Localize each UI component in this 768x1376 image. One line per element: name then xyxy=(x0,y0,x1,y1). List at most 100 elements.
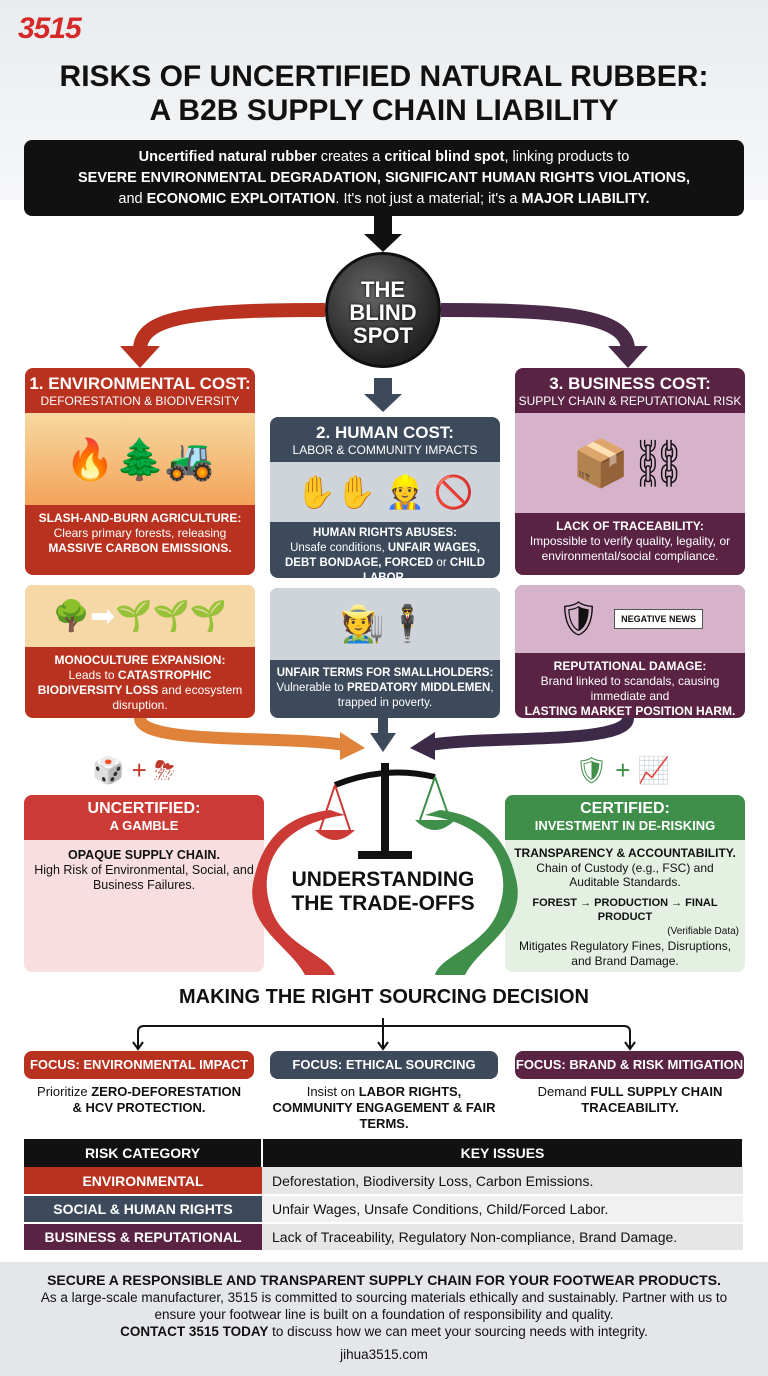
labor-abuse-icons: ✋✋ 👷 🚫 xyxy=(270,462,500,522)
title-line: UNDERSTANDING xyxy=(291,868,475,891)
page-title: RISKS OF UNCERTIFIED NATURAL RUBBER:A B2… xyxy=(0,60,768,128)
focus-description: Prioritize ZERO-DEFORESTATION & HCV PROT… xyxy=(34,1084,244,1116)
card-text: , trapped in poverty. xyxy=(337,682,494,709)
intro-text: . It's not just a material; it's a xyxy=(335,191,522,207)
converge-arrow-right xyxy=(429,716,634,751)
focus-description: Insist on LABOR RIGHTS, COMMUNITY ENGAGE… xyxy=(272,1084,496,1132)
arrow-head-icon xyxy=(340,732,365,760)
box-title: UNCERTIFIED: xyxy=(87,800,201,817)
card-text: MASSIVE CARBON EMISSIONS. xyxy=(48,541,232,555)
intro-text: , linking products to xyxy=(504,149,630,165)
green-swoosh xyxy=(425,810,518,975)
card-text: Brand linked to scandals, causing immedi… xyxy=(540,674,720,703)
card-title: 2. HUMAN COST: xyxy=(316,423,454,442)
business-cost-card: 3. BUSINESS COST: SUPPLY CHAIN & REPUTAT… xyxy=(515,368,745,575)
card-text: PREDATORY MIDDLEMEN xyxy=(347,682,491,694)
shield-growth-chart-icon: 🛡 + 📈 xyxy=(575,755,671,785)
title-line: RISKS OF UNCERTIFIED NATURAL RUBBER: xyxy=(59,60,709,93)
card-text: and ecosystem disruption. xyxy=(112,683,243,712)
uncertified-box: UNCERTIFIED:A GAMBLE OPAQUE SUPPLY CHAIN… xyxy=(24,795,264,972)
card-text: Impossible to verify quality, legality, … xyxy=(529,534,731,563)
intro-text: SEVERE ENVIRONMENTAL DEGRADATION, SIGNIF… xyxy=(78,170,690,186)
focus-text: FULL SUPPLY CHAIN TRACEABILITY. xyxy=(581,1084,723,1115)
focus-text: LABOR RIGHTS, COMMUNITY ENGAGEMENT & FAI… xyxy=(272,1084,496,1131)
blind-spot-globe: THE BLIND SPOT xyxy=(325,252,441,368)
arrow-right-curve xyxy=(440,303,635,351)
key-issues-cell: Unfair Wages, Unsafe Conditions, Child/F… xyxy=(262,1195,743,1224)
arrow-head-icon xyxy=(370,733,396,752)
red-swoosh xyxy=(252,810,345,975)
cracked-shield-icon: 🛡 xyxy=(556,600,601,638)
footer-body: As a large-scale manufacturer, 3515 is c… xyxy=(40,1290,728,1322)
intro-text: and xyxy=(118,191,147,207)
mystery-box-broken-chain-icon: 📦⛓ xyxy=(515,413,745,513)
monoculture-card: 🌳➡🌱🌱🌱 MONOCULTURE EXPANSION:Leads to CAT… xyxy=(25,585,255,718)
card-text-head: SLASH-AND-BURN AGRICULTURE: xyxy=(38,511,242,525)
card-text: CHILD LABOR. xyxy=(362,557,485,578)
focus-text: Prioritize xyxy=(37,1084,92,1099)
intro-text: critical blind spot xyxy=(384,149,505,165)
card-text-head: HUMAN RIGHTS ABUSES: xyxy=(313,527,457,539)
box-body: Mitigates Regulatory Fines, Disruptions,… xyxy=(518,939,732,968)
card-subtitle: LABOR & COMMUNITY IMPACTS xyxy=(292,443,478,457)
flow-note: (Verifiable Data) xyxy=(667,925,739,937)
box-head: TRANSPARENCY & ACCOUNTABILITY. xyxy=(514,846,736,860)
shield-newspaper-icon: 🛡NEGATIVE NEWS xyxy=(515,585,745,653)
card-text: Vulnerable to xyxy=(276,682,347,694)
arrow-head-icon xyxy=(608,346,648,368)
column-header: KEY ISSUES xyxy=(262,1139,744,1167)
dice-storm-icon: 🎲 + ⛈ xyxy=(92,755,175,785)
card-subtitle: DEFORESTATION & BIODIVERSITY xyxy=(40,394,240,408)
risk-category-cell: ENVIRONMENTAL xyxy=(24,1167,262,1196)
focus-brand-pill: FOCUS: BRAND & RISK MITIGATION xyxy=(515,1051,744,1079)
arrow-down-icon xyxy=(364,378,402,412)
box-subtitle: INVESTMENT IN DE-RISKING xyxy=(534,818,716,833)
card-title: 3. BUSINESS COST: xyxy=(549,374,711,393)
logo: 3515 xyxy=(18,12,82,45)
arrow-head-icon xyxy=(410,732,435,760)
converge-arrow-left xyxy=(134,716,346,751)
footer-headline: SECURE A RESPONSIBLE AND TRANSPARENT SUP… xyxy=(47,1272,721,1288)
card-title: 1. ENVIRONMENTAL COST: xyxy=(29,374,251,393)
chain-flow: FOREST → PRODUCTION → FINAL PRODUCT xyxy=(532,896,718,924)
focus-text: ZERO-DEFORESTATION & HCV PROTECTION. xyxy=(72,1084,241,1115)
card-text-head: MONOCULTURE EXPANSION: xyxy=(54,653,226,667)
risk-category-cell: SOCIAL & HUMAN RIGHTS xyxy=(24,1195,262,1224)
card-text: Unsafe conditions, xyxy=(290,542,388,554)
intro-box: Uncertified natural rubber creates a cri… xyxy=(24,140,744,216)
footer-cta: CONTACT 3515 TODAY xyxy=(120,1324,269,1339)
card-text: Leads to xyxy=(68,668,118,682)
card-text-head: UNFAIR TERMS FOR SMALLHOLDERS: xyxy=(276,667,494,679)
balance-scale-icon xyxy=(315,763,455,859)
risk-category-cell: BUSINESS & REPUTATIONAL xyxy=(24,1223,262,1252)
human-cost-card: 2. HUMAN COST: LABOR & COMMUNITY IMPACTS… xyxy=(270,417,500,578)
arrow-left-curve xyxy=(133,303,326,351)
flow-arrows xyxy=(120,216,648,760)
column-header: RISK CATEGORY xyxy=(24,1139,263,1167)
focus-environmental-pill: FOCUS: ENVIRONMENTAL IMPACT xyxy=(24,1051,254,1079)
branch-connector xyxy=(132,1018,636,1051)
card-text-head: REPUTATIONAL DAMAGE: xyxy=(553,659,707,673)
title-line: A B2B SUPPLY CHAIN LIABILITY xyxy=(149,94,619,127)
focus-description: Demand FULL SUPPLY CHAIN TRACEABILITY. xyxy=(525,1084,735,1116)
key-issues-cell: Deforestation, Biodiversity Loss, Carbon… xyxy=(262,1167,743,1196)
key-issues-cell: Lack of Traceability, Regulatory Non-com… xyxy=(262,1223,743,1252)
website-link[interactable]: jihua3515.com xyxy=(340,1347,428,1362)
footer-cta-text: to discuss how we can meet your sourcing… xyxy=(268,1324,648,1339)
card-text: LASTING MARKET POSITION HARM. xyxy=(524,704,736,718)
reputation-card: 🛡NEGATIVE NEWS REPUTATIONAL DAMAGE:Brand… xyxy=(515,585,745,718)
focus-text: Insist on xyxy=(306,1084,359,1099)
focus-text: Demand xyxy=(537,1084,591,1099)
intro-text: MAJOR LIABILITY. xyxy=(521,191,650,207)
intro-text: creates a xyxy=(316,149,385,165)
card-text-head: LACK OF TRACEABILITY: xyxy=(556,519,704,533)
box-subtitle: A GAMBLE xyxy=(109,818,179,833)
environmental-cost-card: 1. ENVIRONMENTAL COST: DEFORESTATION & B… xyxy=(25,368,255,575)
card-text: CATASTROPHIC BIODIVERSITY LOSS xyxy=(37,668,212,697)
decision-title: MAKING THE RIGHT SOURCING DECISION xyxy=(178,986,589,1008)
